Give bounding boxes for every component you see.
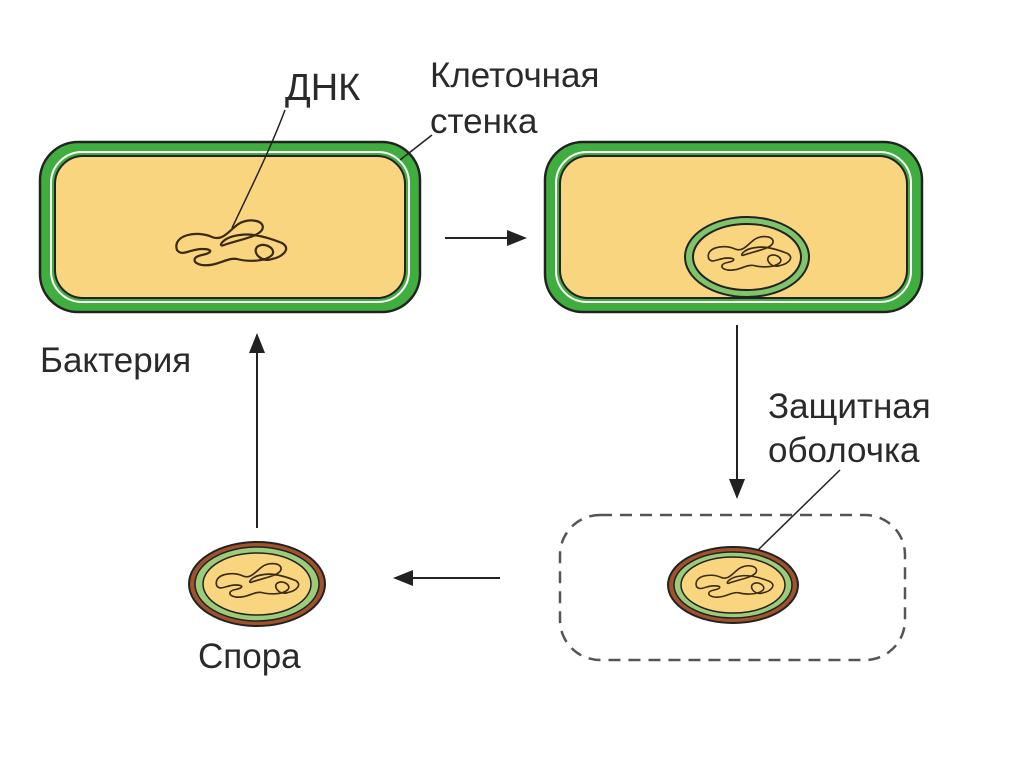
mature-spore-in-cell [558, 513, 907, 662]
spore-label: Спора [198, 637, 301, 676]
bacterium-cell [38, 140, 422, 314]
cell-wall-label-1: Клеточная [430, 56, 599, 95]
protective-coat-leader-line [757, 469, 841, 551]
cell-wall-leader-line [399, 134, 433, 161]
cell-wall-label-2: стенка [430, 102, 538, 141]
spore [188, 541, 326, 627]
protective-coat-label-2: оболочка [768, 431, 920, 470]
dna-leader-line [231, 109, 286, 229]
dna-label: ДНК [285, 67, 360, 109]
sporulating-cell [543, 140, 924, 314]
protective-coat-label-1: Защитная [768, 387, 931, 426]
bacterium-label: Бактерия [40, 341, 191, 380]
